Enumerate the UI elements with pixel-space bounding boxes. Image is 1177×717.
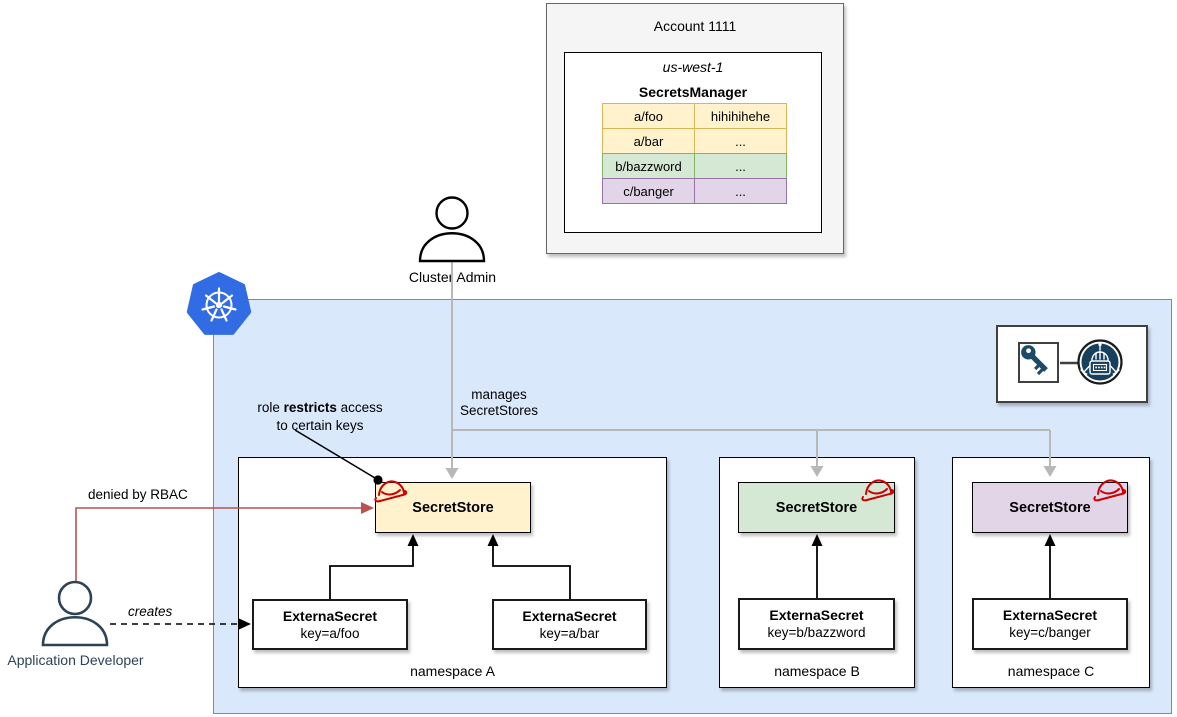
table-row: a/foo hihihihehe: [602, 103, 788, 129]
secrets-table: a/foo hihihihehe a/bar ... b/bazzword ..…: [602, 103, 788, 204]
externasecret-key: key=a/foo: [300, 625, 360, 641]
externasecret-title: ExternaSecret: [1002, 607, 1098, 624]
externasecret-title: ExternaSecret: [282, 607, 378, 624]
secretstore-b: SecretStore: [738, 482, 895, 533]
creates-label: creates: [128, 604, 173, 619]
secrets-manager-label: SecretsManager: [638, 84, 748, 100]
namespace-label: namespace A: [410, 663, 495, 679]
secretstore-c: SecretStore: [972, 482, 1128, 533]
externasecret-title: ExternaSecret: [769, 607, 864, 624]
region-label: us-west-1: [662, 59, 724, 75]
externasecret-key: key=a/bar: [539, 625, 600, 641]
namespace-label: namespace B: [774, 663, 860, 679]
namespace-label: namespace C: [1007, 663, 1095, 679]
account-title: Account 1111: [653, 18, 737, 34]
secret-value-cell: ...: [694, 178, 787, 204]
externasecret-a-bar: ExternaSecret key=a/bar: [492, 599, 647, 650]
secretstore-a: SecretStore: [375, 482, 531, 533]
table-row: b/bazzword ...: [602, 153, 788, 179]
secret-key-cell: c/banger: [602, 178, 695, 204]
secret-key-cell: a/foo: [602, 103, 695, 129]
secret-value-cell: ...: [694, 153, 787, 179]
cluster-admin-label: Cluster Admin: [408, 269, 497, 285]
secret-value-cell: ...: [694, 128, 787, 154]
role-restricts-note: role restricts access to certain keys: [257, 400, 383, 433]
externasecret-key: key=b/bazzword: [767, 625, 866, 641]
externasecret-key: key=c/banger: [1009, 625, 1091, 641]
secret-key-cell: a/bar: [602, 128, 695, 154]
externasecret-title: ExternaSecret: [522, 607, 617, 624]
application-developer-icon: [41, 580, 109, 647]
application-developer-label: Application Developer: [7, 652, 144, 668]
secret-key-cell: b/bazzword: [602, 153, 695, 179]
denied-by-rbac-label: denied by RBAC: [88, 487, 188, 502]
secret-value-cell: hihihihehe: [694, 103, 787, 129]
cluster-admin-icon: [418, 196, 486, 263]
table-row: c/banger ...: [602, 178, 788, 204]
externasecret-a-foo: ExternaSecret key=a/foo: [252, 599, 408, 650]
table-row: a/bar ...: [602, 128, 788, 154]
manages-secretstores-label: manages SecretStores: [459, 387, 539, 419]
externasecret-c-banger: ExternaSecret key=c/banger: [972, 598, 1128, 650]
externasecret-b-bazzword: ExternaSecret key=b/bazzword: [738, 598, 895, 650]
key-icon-frame: [1018, 342, 1059, 383]
